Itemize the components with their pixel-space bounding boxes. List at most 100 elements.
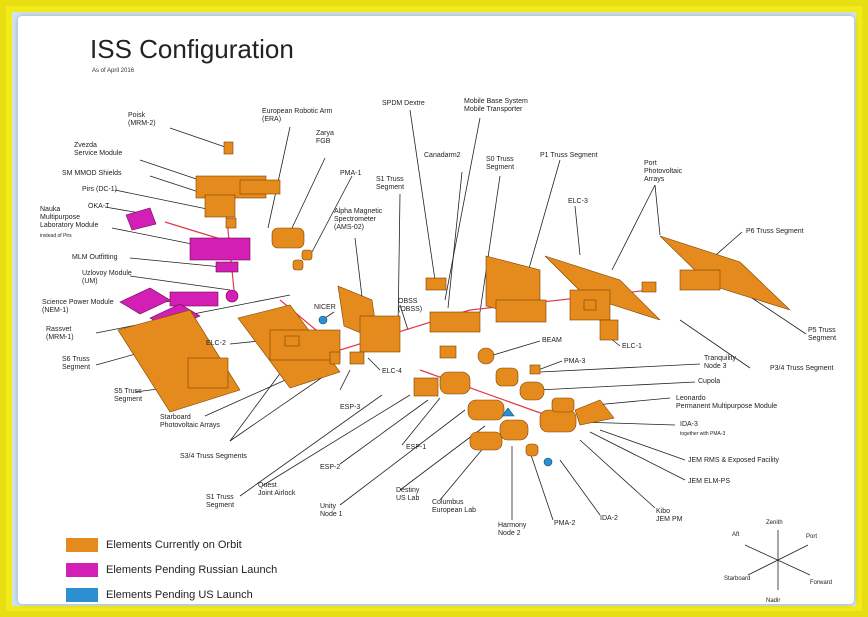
p6-arrays: [659, 235, 791, 311]
label-pma2: PMA-2: [554, 520, 576, 527]
ida3-adapter: [501, 407, 515, 417]
label-canadarm2: Canadarm2: [424, 152, 461, 159]
harmony-node: [499, 419, 529, 441]
s0-truss: [429, 311, 481, 333]
label-nauka-note: instead of Pirs: [40, 233, 72, 239]
tranquility-node: [495, 367, 519, 387]
uzlovoy-module: [225, 289, 239, 303]
sm-mmod-shields: [204, 194, 236, 218]
label-harmony: Harmony Node 2: [498, 522, 527, 537]
s3-s4-truss: [269, 329, 341, 361]
dir-zenith: Zenith: [766, 520, 783, 526]
legend-label-us: Elements Pending US Launch: [106, 589, 253, 601]
dir-nadir: Nadir: [766, 598, 781, 604]
beam-module: [477, 347, 495, 365]
elc1: [599, 319, 619, 341]
label-mmod: SM MMOD Shields: [62, 170, 122, 177]
cupola: [519, 381, 545, 401]
label-elc4: ELC-4: [382, 368, 402, 375]
label-elc1: ELC-1: [622, 343, 642, 350]
label-era: European Robotic Arm (ERA): [262, 108, 333, 123]
label-ams: Alpha Magnetic Spectrometer (AMS-02): [334, 208, 383, 231]
elc4: [349, 351, 365, 365]
label-s1: S1 Truss Segment: [376, 176, 405, 191]
label-p6: P6 Truss Segment: [746, 228, 804, 235]
nauka-module: [189, 237, 251, 261]
pirs-module: [225, 217, 237, 229]
jem-rms-exposed-facility: [574, 399, 615, 426]
pma3: [529, 364, 541, 375]
zvezda-solar-panel: [239, 179, 281, 195]
label-poisk: Poisk (MRM-2): [128, 112, 156, 127]
ida2-adapter: [543, 457, 553, 467]
spdm-pallet: [439, 345, 457, 359]
label-leonardo: Leonardo Permanent Multipurpose Module: [676, 395, 778, 410]
label-esp3: ESP-3: [340, 404, 361, 411]
label-quest: Quest Joint Airlock: [258, 482, 296, 497]
p6-truss: [679, 269, 721, 291]
russian-segment: [195, 141, 313, 271]
leonardo-pmm: [551, 397, 575, 413]
label-tranquility: Tranquility Node 3: [704, 355, 737, 370]
legend-label-orbit: Elements Currently on Orbit: [106, 539, 242, 551]
label-mbs: Mobile Base System Mobile Transporter: [464, 98, 528, 113]
label-pma1: PMA-1: [340, 170, 362, 177]
quest-airlock: [413, 377, 439, 397]
pma1-adapter: [301, 249, 313, 261]
label-unity: Unity Node 1: [320, 503, 343, 518]
destiny-lab: [467, 399, 505, 421]
pma2: [525, 443, 539, 457]
label-uzlovoy: Uzlovoy Module (UM): [82, 270, 132, 285]
dir-forward: Forward: [810, 580, 833, 586]
legend-swatch-russian: [66, 563, 98, 577]
label-s5: S5 Truss Segment: [114, 388, 143, 403]
p1-truss: [495, 299, 547, 323]
mlm-outfitting: [215, 261, 239, 273]
nicer-unit: [318, 315, 328, 325]
label-elc2: ELC-2: [206, 340, 226, 347]
science-power-module: [169, 291, 219, 307]
port-arrays: [544, 255, 661, 321]
legend-swatch-orbit: [66, 538, 98, 552]
oka-t-panel: [125, 207, 157, 231]
truss-and-arrays: [117, 235, 791, 413]
label-port-pv: Port Photovoltaic Arrays: [644, 160, 683, 183]
leader-lines: [95, 109, 807, 521]
label-s0: S0 Truss Segment: [486, 156, 515, 171]
label-mlm: MLM Outfitting: [72, 254, 118, 261]
label-nauka: Nauka Multipurpose Laboratory Module: [40, 206, 99, 229]
label-sb-pv: Starboard Photovoltaic Arrays: [160, 414, 220, 429]
us-pending: [318, 315, 553, 467]
label-kibo: Kibo JEM PM: [656, 508, 683, 523]
poisk-module: [223, 141, 234, 155]
label-ida2: IDA-2: [600, 515, 618, 522]
diagram-card: [18, 16, 854, 604]
label-p34: P3/4 Truss Segment: [770, 365, 834, 372]
diagram-title: ISS Configuration: [90, 34, 294, 64]
esp3: [329, 351, 341, 365]
label-zvezda: Zvezda Service Module: [74, 142, 123, 157]
dir-port: Port: [806, 534, 818, 540]
label-s1-bottom: S1 Truss Segment: [206, 494, 235, 509]
pressurized-modules: [413, 345, 615, 457]
label-pma3: PMA-3: [564, 358, 586, 365]
label-jem-rms: JEM RMS & Exposed Facility: [688, 457, 780, 464]
label-ida3-note: together with PMA-3: [680, 431, 726, 437]
label-s34: S3/4 Truss Segments: [180, 453, 247, 460]
spm-panel-left: [119, 287, 171, 315]
label-pirs: Pirs (DC-1): [82, 186, 117, 193]
unity-node: [439, 371, 471, 395]
label-ida3: IDA-3: [680, 421, 698, 428]
label-columbus: Columbus European Lab: [432, 499, 476, 514]
label-cupola: Cupola: [698, 378, 721, 385]
label-s6: S6 Truss Segment: [62, 356, 91, 371]
legend-swatch-us: [66, 588, 98, 602]
label-spm: Science Power Module (NEM-1): [42, 299, 114, 314]
legend-label-russian: Elements Pending Russian Launch: [106, 564, 278, 576]
elc2: [284, 335, 300, 347]
label-zarya: Zarya FGB: [316, 130, 334, 145]
label-beam: BEAM: [542, 337, 562, 344]
label-jem-elm: JEM ELM-PS: [688, 478, 731, 485]
